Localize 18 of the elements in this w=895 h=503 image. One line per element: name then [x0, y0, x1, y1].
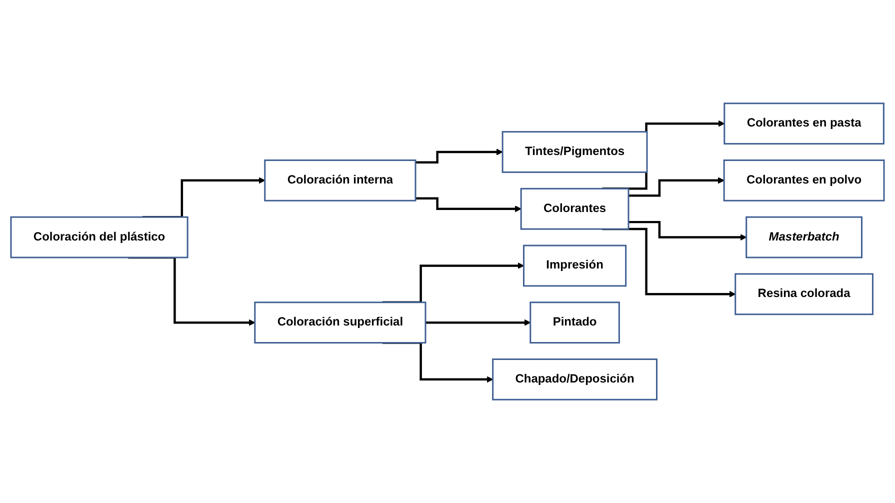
node-box: Impresión [522, 244, 627, 287]
node-box: Coloración del plástico [10, 216, 188, 258]
arrow [416, 148, 503, 164]
node-box: Resina colorada [734, 273, 874, 316]
node-box: Chapado/Deposición [492, 358, 658, 400]
arrow [426, 319, 531, 326]
node-box: Colorantes [520, 188, 630, 230]
node-box: Tintes/Pigmentos [502, 131, 648, 173]
arrow [628, 177, 724, 197]
node-box: Coloración superficial [254, 302, 426, 344]
node-box: Pintado [530, 302, 620, 344]
node-box: Masterbatch [746, 216, 862, 258]
arrow [628, 220, 747, 241]
node-box: Colorantes en pasta [724, 102, 884, 145]
node-box: Colorantes en polvo [723, 159, 885, 202]
node-box: Coloración interna [264, 159, 416, 202]
arrow [128, 256, 256, 326]
arrow [416, 197, 522, 212]
